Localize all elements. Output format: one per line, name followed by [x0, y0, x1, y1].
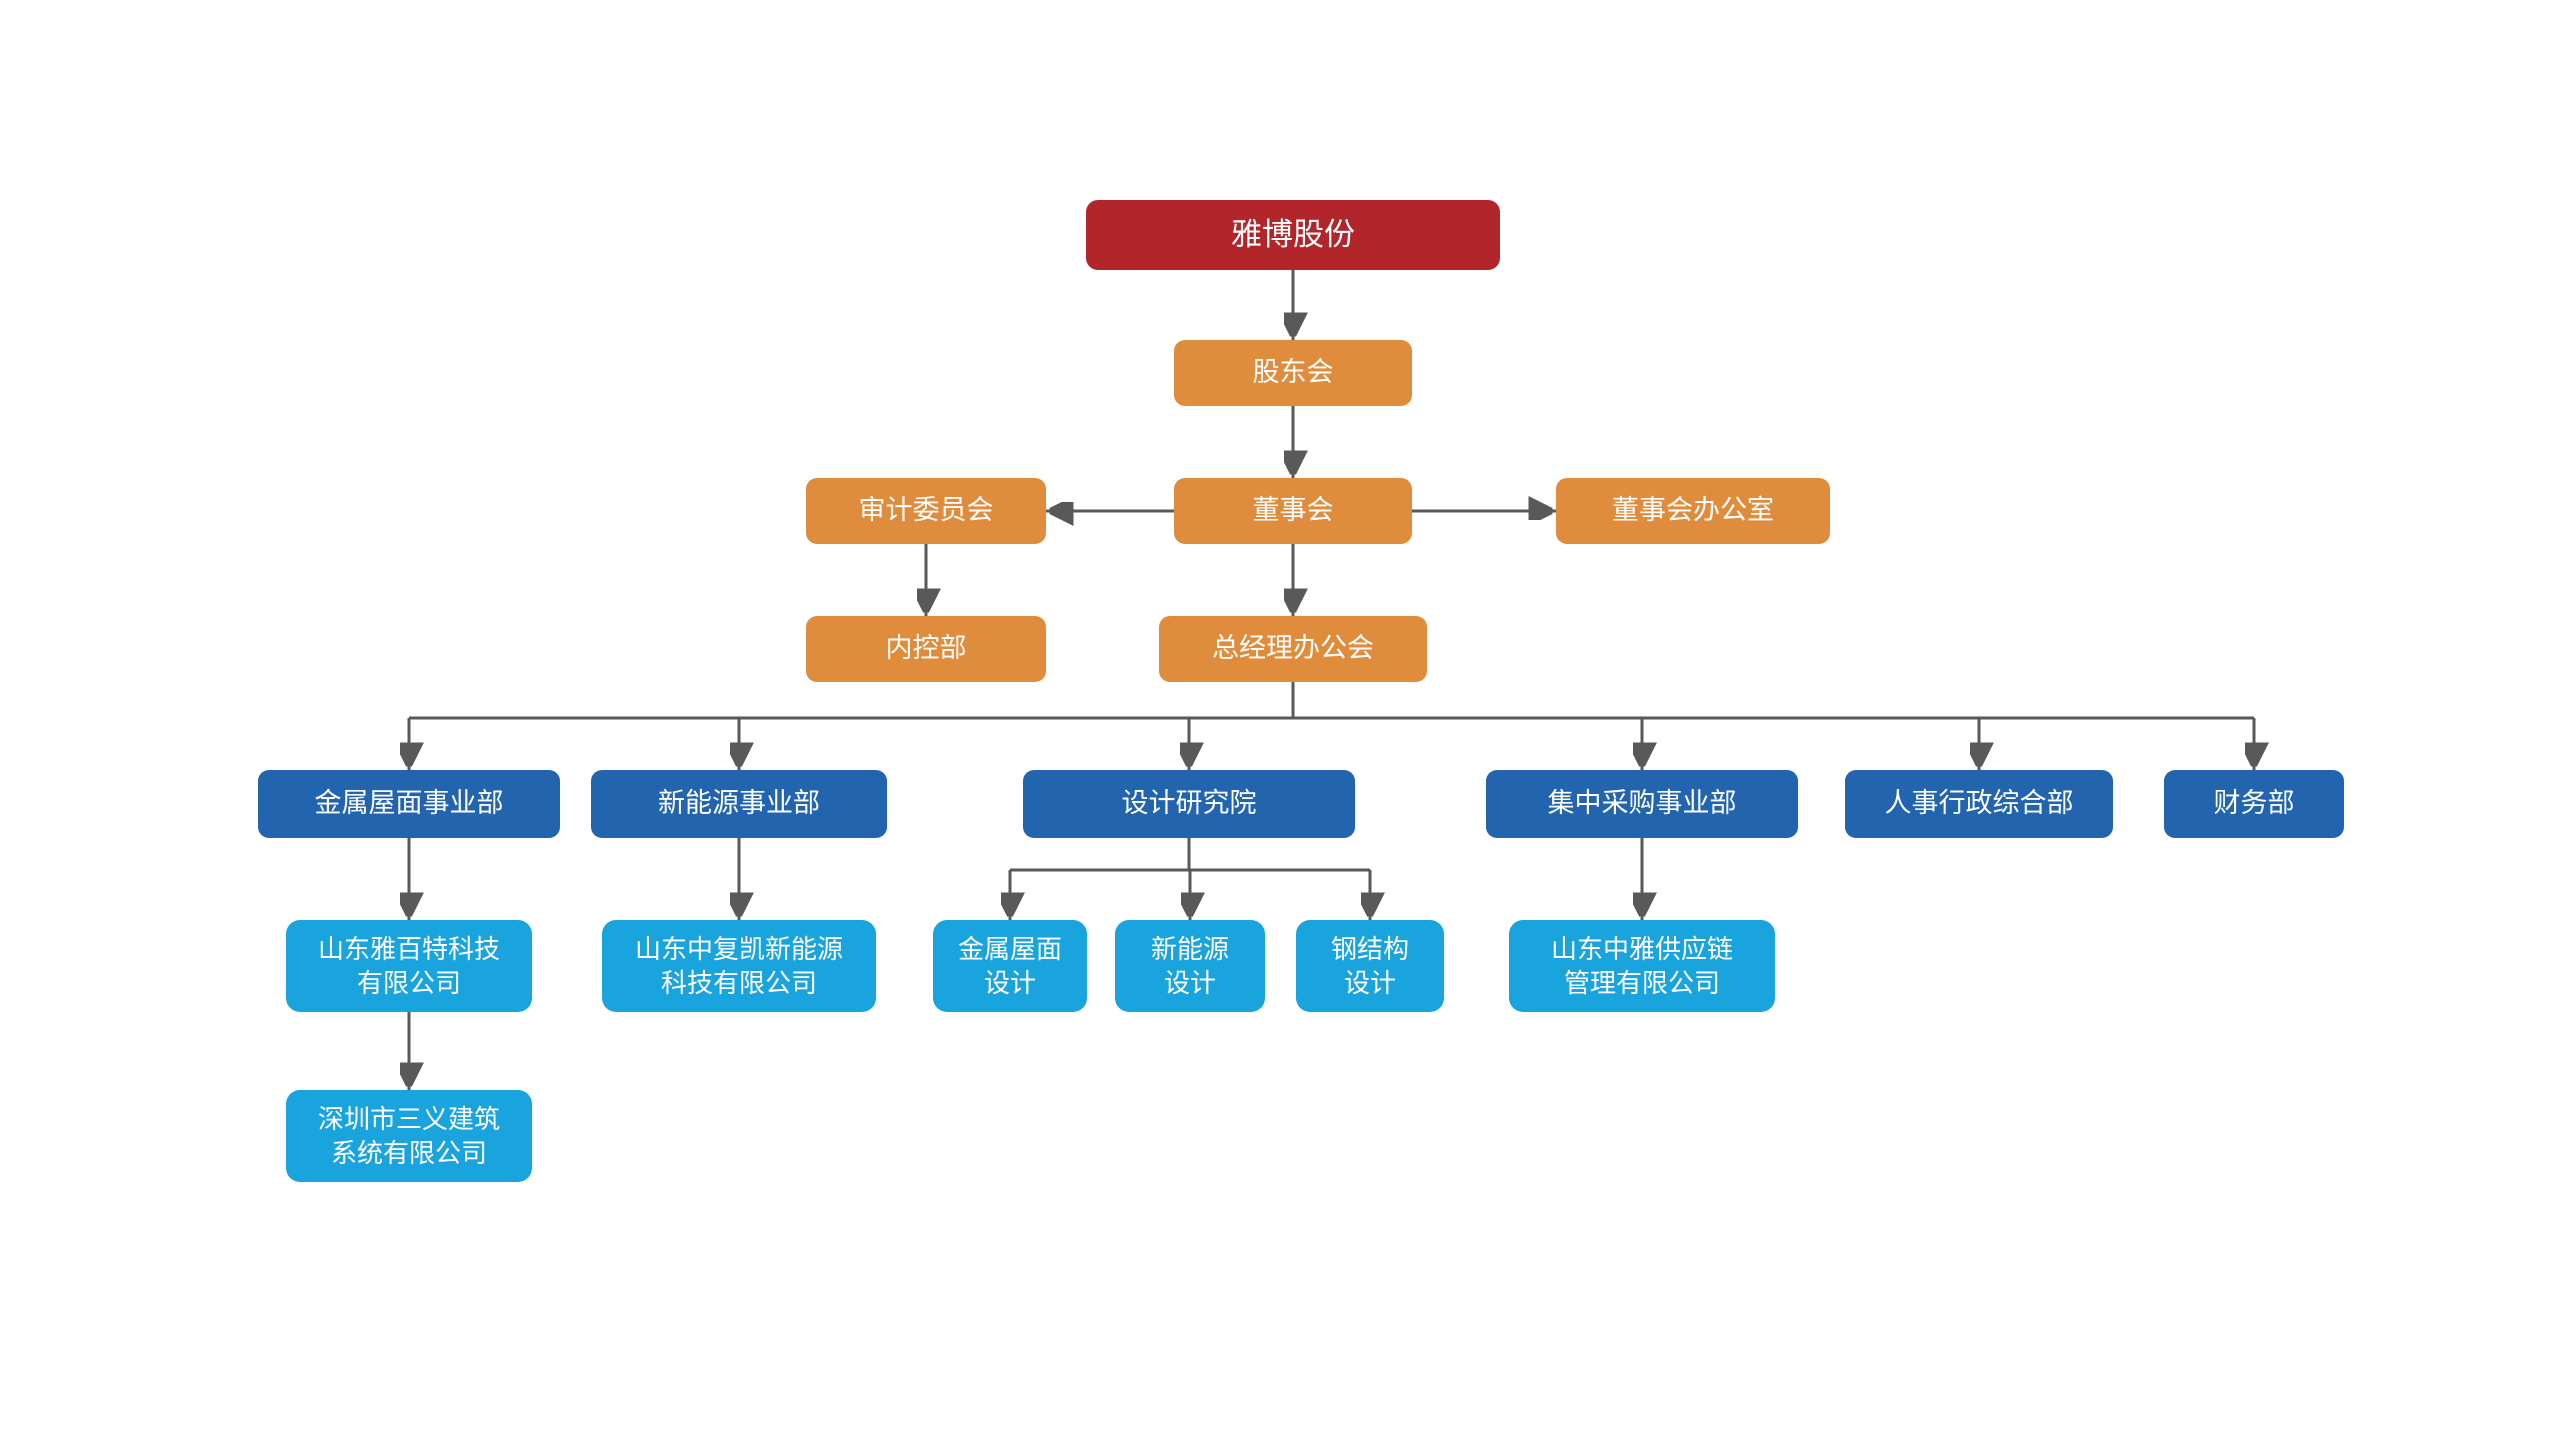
org-node-label: 山东中复凯新能源 科技有限公司 [634, 933, 843, 998]
org-node-gm-office: 总经理办公会 [1159, 616, 1427, 682]
org-node-label: 内控部 [885, 633, 967, 664]
org-node-procurement-div: 集中采购事业部 [1486, 770, 1798, 838]
org-node-label: 审计委员会 [858, 495, 994, 526]
org-node-shareholders: 股东会 [1174, 340, 1412, 406]
org-node-design-institute: 设计研究院 [1023, 770, 1355, 838]
org-node-label: 集中采购事业部 [1547, 788, 1737, 819]
org-node-yabo: 雅博股份 [1086, 200, 1500, 270]
org-node-metal-roof-design: 金属屋面 设计 [933, 920, 1087, 1012]
org-node-label: 董事会 [1252, 495, 1334, 526]
org-node-zhongya: 山东中雅供应链 管理有限公司 [1509, 920, 1775, 1012]
org-node-label: 金属屋面事业部 [314, 788, 504, 819]
org-node-label: 雅博股份 [1231, 216, 1355, 252]
org-node-label: 新能源 设计 [1150, 933, 1229, 998]
org-node-label: 董事会办公室 [1612, 495, 1774, 526]
org-node-sanyi: 深圳市三义建筑 系统有限公司 [286, 1090, 532, 1182]
org-node-steel-design: 钢结构 设计 [1296, 920, 1444, 1012]
org-node-zhongfukai: 山东中复凯新能源 科技有限公司 [602, 920, 876, 1012]
org-node-label: 金属屋面 设计 [957, 933, 1062, 998]
org-node-label: 山东中雅供应链 管理有限公司 [1550, 933, 1733, 998]
org-node-finance: 财务部 [2164, 770, 2344, 838]
org-node-audit: 审计委员会 [806, 478, 1046, 544]
org-node-internal-control: 内控部 [806, 616, 1046, 682]
org-node-yabaite: 山东雅百特科技 有限公司 [286, 920, 532, 1012]
org-node-board-office: 董事会办公室 [1556, 478, 1830, 544]
org-node-hr-admin: 人事行政综合部 [1845, 770, 2113, 838]
org-node-new-energy-div: 新能源事业部 [591, 770, 887, 838]
org-node-label: 山东雅百特科技 有限公司 [317, 933, 500, 998]
org-node-label: 财务部 [2213, 788, 2295, 819]
org-node-label: 钢结构 设计 [1330, 933, 1409, 998]
org-node-board: 董事会 [1174, 478, 1412, 544]
org-node-new-energy-design: 新能源 设计 [1115, 920, 1265, 1012]
org-node-label: 新能源事业部 [658, 788, 820, 819]
org-node-metal-roof-div: 金属屋面事业部 [258, 770, 560, 838]
org-node-label: 人事行政综合部 [1884, 788, 2074, 819]
org-node-label: 总经理办公会 [1212, 633, 1374, 664]
org-node-label: 股东会 [1252, 357, 1334, 388]
org-node-label: 设计研究院 [1121, 788, 1257, 819]
org-node-label: 深圳市三义建筑 系统有限公司 [317, 1103, 500, 1168]
